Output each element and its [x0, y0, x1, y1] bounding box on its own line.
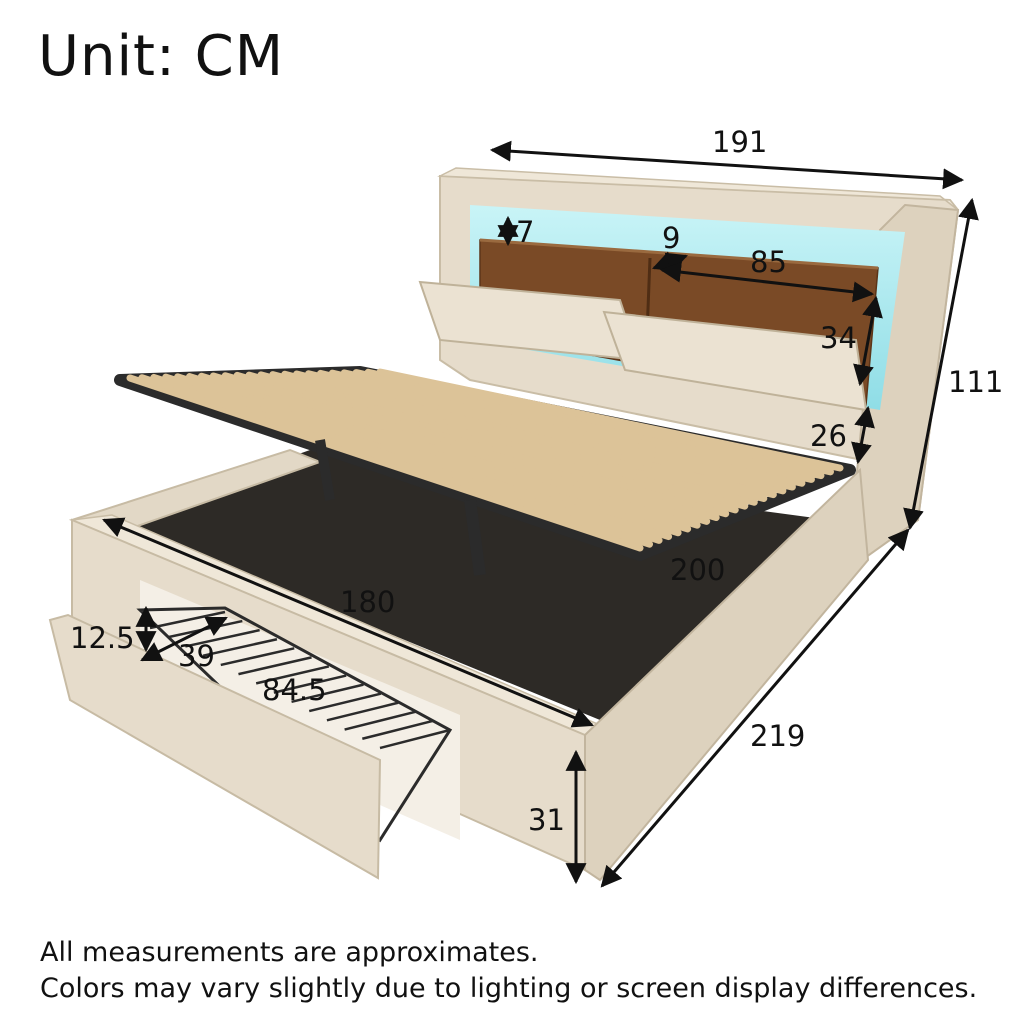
arrow-39	[140, 616, 228, 662]
dimension-labels: 191 111 219 180 200 7 9 85 34 26 12.5 39…	[70, 125, 1003, 837]
label-26: 26	[810, 419, 847, 453]
slat	[376, 368, 844, 472]
label-84-5: 84.5	[262, 673, 327, 707]
dimension-arrows	[102, 140, 979, 888]
slat	[293, 370, 777, 499]
slat	[221, 372, 720, 522]
label-34: 34	[820, 321, 857, 355]
label-219: 219	[750, 719, 805, 753]
slat	[138, 374, 654, 548]
slats	[126, 368, 844, 552]
slat	[281, 370, 768, 502]
label-180: 180	[340, 585, 395, 619]
arrow-180	[102, 517, 594, 728]
label-39: 39	[178, 639, 215, 673]
disclaimer-measurements: All measurements are approximates.	[40, 937, 539, 968]
label-191: 191	[712, 125, 767, 159]
arrow-191	[489, 140, 965, 190]
label-7: 7	[516, 215, 534, 249]
slat	[150, 373, 663, 544]
arrow-85	[659, 261, 875, 303]
slat	[257, 371, 749, 510]
arrow-26	[851, 405, 875, 465]
page-title: Unit: CM	[38, 24, 285, 89]
slat	[305, 370, 787, 495]
slat-frame	[114, 366, 856, 576]
arrow-34	[853, 295, 883, 387]
disclaimer-colors: Colors may vary slightly due to lighting…	[40, 973, 978, 1004]
basket-wire	[379, 728, 451, 750]
slat	[233, 371, 730, 518]
label-200: 200	[670, 553, 725, 587]
arrow-219	[600, 528, 910, 888]
slat	[245, 371, 739, 514]
label-12-5: 12.5	[70, 621, 135, 655]
slat	[162, 373, 673, 541]
label-111: 111	[948, 365, 1003, 399]
arrow-111	[903, 197, 979, 531]
slat	[269, 371, 758, 506]
slat	[186, 373, 692, 533]
slat	[197, 372, 701, 529]
slat	[174, 373, 682, 537]
label-31: 31	[528, 803, 565, 837]
slat	[209, 372, 711, 525]
label-9: 9	[662, 221, 680, 255]
label-85: 85	[750, 245, 787, 279]
